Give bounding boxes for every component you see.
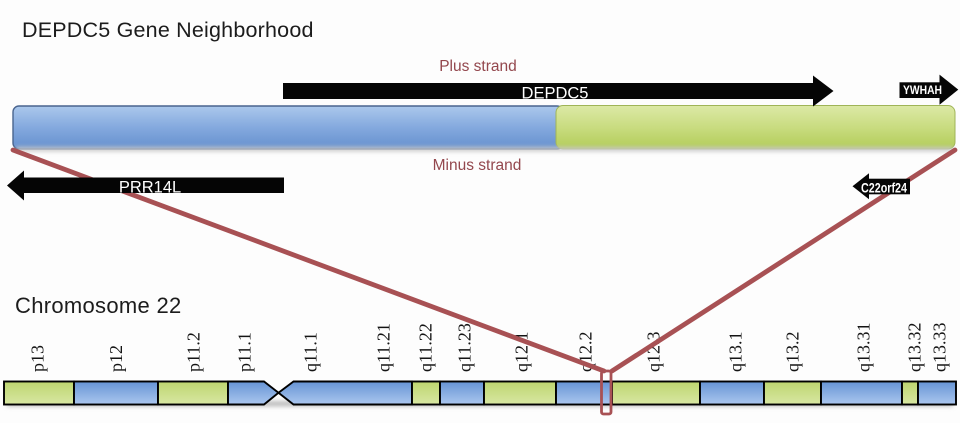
svg-text:q13.1: q13.1	[726, 332, 746, 373]
svg-text:p12: p12	[106, 345, 126, 372]
svg-text:q13.32: q13.32	[905, 323, 925, 373]
svg-text:q13.33: q13.33	[930, 323, 950, 373]
svg-text:q11.22: q11.22	[416, 323, 436, 372]
svg-text:Plus strand: Plus strand	[439, 58, 517, 75]
svg-text:q13.2: q13.2	[783, 332, 803, 373]
svg-text:C22orf24: C22orf24	[861, 181, 907, 196]
svg-text:Minus strand: Minus strand	[433, 157, 522, 174]
svg-text:q11.21: q11.21	[374, 323, 394, 372]
svg-text:DEPDC5 Gene Neighborhood: DEPDC5 Gene Neighborhood	[22, 18, 314, 42]
svg-text:q11.1: q11.1	[301, 332, 321, 372]
svg-text:PRR14L: PRR14L	[119, 179, 181, 197]
svg-text:DEPDC5: DEPDC5	[522, 85, 589, 103]
svg-text:q13.31: q13.31	[854, 323, 874, 373]
svg-text:p11.2: p11.2	[184, 332, 204, 372]
svg-text:p13: p13	[28, 345, 48, 372]
svg-text:YWHAH: YWHAH	[903, 83, 942, 97]
svg-text:p11.1: p11.1	[235, 332, 255, 372]
svg-text:q11.23: q11.23	[455, 323, 475, 372]
svg-text:Chromosome 22: Chromosome 22	[15, 293, 182, 318]
